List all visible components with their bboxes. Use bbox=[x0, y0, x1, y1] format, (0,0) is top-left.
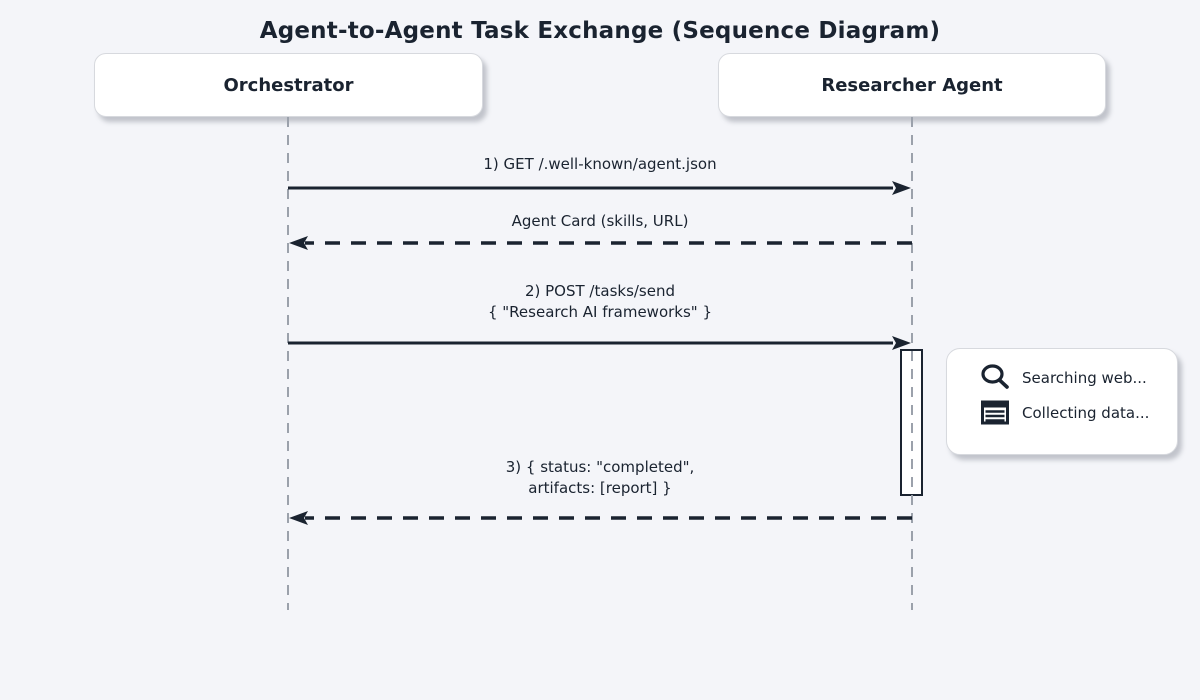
actor-researcher-agent-label: Researcher Agent bbox=[821, 74, 1003, 96]
arrow-left-dashed-icon bbox=[289, 236, 912, 250]
message-3-arrow bbox=[288, 336, 912, 350]
arrow-right-icon bbox=[288, 181, 911, 195]
actor-researcher-agent: Researcher Agent bbox=[718, 53, 1106, 117]
message-4-label: 3) { status: "completed", artifacts: [re… bbox=[505, 458, 695, 497]
note-item-label: Collecting data... bbox=[1022, 403, 1150, 422]
message-4-arrow bbox=[288, 511, 912, 525]
message-2-arrow bbox=[288, 236, 912, 250]
message-3-label: 2) POST /tasks/send { "Research AI frame… bbox=[487, 282, 713, 321]
message-2-label: Agent Card (skills, URL) bbox=[511, 212, 689, 230]
note-item-label: Searching web... bbox=[1022, 368, 1147, 387]
lifeline-researcher-agent bbox=[911, 117, 913, 610]
note-item-collecting: Collecting data... bbox=[981, 400, 1163, 425]
message-1-arrow bbox=[288, 181, 912, 195]
lifeline-orchestrator bbox=[287, 117, 289, 610]
actor-orchestrator-label: Orchestrator bbox=[223, 74, 354, 96]
search-icon bbox=[981, 364, 1009, 389]
arrow-right-icon bbox=[288, 336, 911, 350]
diagram-title: Agent-to-Agent Task Exchange (Sequence D… bbox=[259, 18, 941, 44]
note-box: Searching web... Collecting data... bbox=[946, 348, 1178, 455]
arrow-left-dashed-icon bbox=[289, 511, 912, 525]
list-icon bbox=[981, 400, 1009, 425]
actor-orchestrator: Orchestrator bbox=[94, 53, 483, 117]
note-item-searching: Searching web... bbox=[981, 364, 1163, 391]
message-1-label: 1) GET /.well-known/agent.json bbox=[483, 155, 717, 173]
